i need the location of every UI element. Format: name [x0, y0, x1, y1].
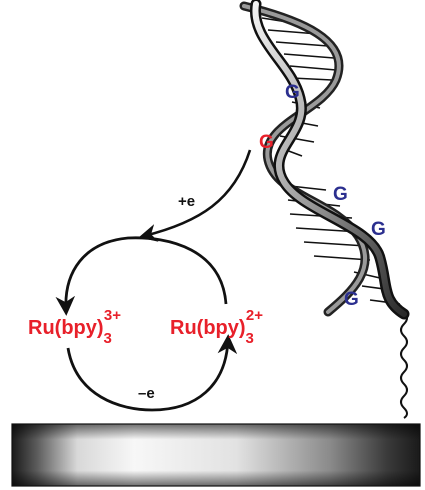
guanine-label: G: [371, 219, 386, 240]
cycle-arrow-top: [55, 236, 228, 316]
complex-subscript: 3: [104, 330, 112, 347]
linker-wave-icon: [400, 311, 408, 419]
ruthenium-complex-reduced: Ru(bpy)3 2+: [170, 307, 263, 347]
complex-base: Ru(bpy): [28, 317, 104, 339]
dna-strand-back-highlight: [242, 4, 368, 314]
dna-strand-front-highlight: [252, 1, 407, 317]
electron-transfer-arrow: [138, 149, 252, 242]
electron-gain-label: +e: [178, 193, 195, 210]
guanine-label-oxidized: G: [259, 132, 274, 153]
guanine-label: G: [285, 82, 300, 103]
guanine-labels: G G G G G: [259, 82, 386, 310]
dna-strand-back: [239, 1, 370, 317]
complex-base: Ru(bpy): [170, 317, 246, 339]
electrode: [11, 423, 421, 487]
complex-charge: 3+: [104, 307, 121, 324]
complex-subscript: 3: [246, 330, 254, 347]
catalytic-cycle: [55, 236, 238, 412]
cycle-arrow-bottom: [66, 334, 238, 412]
guanine-label: G: [333, 184, 348, 205]
dna-helix-icon: [239, 0, 410, 320]
electrode-shading: [12, 424, 420, 486]
complex-charge: 2+: [246, 307, 263, 324]
electrode-border: [11, 423, 421, 487]
guanine-label: G: [344, 289, 359, 310]
electron-loss-label: –e: [138, 385, 155, 402]
ruthenium-complex-oxidized: Ru(bpy)3 3+: [28, 307, 121, 347]
